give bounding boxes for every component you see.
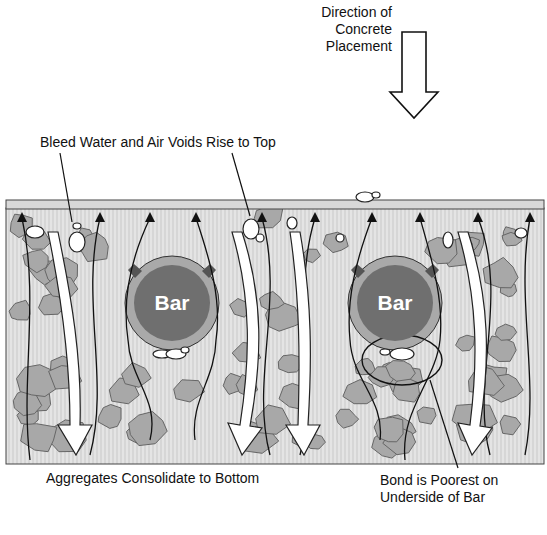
bleed-arrowheads xyxy=(17,212,535,222)
aggregate xyxy=(386,361,416,382)
concrete-surface xyxy=(6,200,544,209)
aggregates xyxy=(9,206,523,458)
bleed-label: Bleed Water and Air Voids Rise to Top xyxy=(40,134,330,151)
aggregate xyxy=(21,424,57,452)
aggregate xyxy=(417,407,436,424)
leader-line xyxy=(430,380,458,468)
bar-label: Bar xyxy=(377,291,412,315)
aggregate xyxy=(9,300,30,320)
rebar-section: Bar xyxy=(134,265,210,341)
placement-arrow xyxy=(390,32,438,118)
aggregate xyxy=(500,415,521,435)
consolidation-arrows xyxy=(48,232,492,455)
bleed-paths xyxy=(22,218,530,460)
callout-ellipse xyxy=(362,335,442,385)
bond-label: Bond is Poorest on Underside of Bar xyxy=(380,472,542,506)
aggregate xyxy=(336,409,359,428)
leader-line xyxy=(60,153,72,222)
bar-ring xyxy=(125,256,219,350)
aggregates-label: Aggregates Consolidate to Bottom xyxy=(46,470,296,487)
air-voids xyxy=(26,192,527,360)
bar-label: Bar xyxy=(154,291,189,315)
aggregate xyxy=(129,412,168,446)
aggregate xyxy=(98,405,121,429)
aggregate xyxy=(495,324,517,340)
aggregate xyxy=(17,365,58,397)
bar-ring xyxy=(348,256,442,350)
aggregate xyxy=(456,335,475,351)
leader-line xyxy=(232,153,250,216)
rebar-section: Bar xyxy=(357,265,433,341)
aggregate xyxy=(23,250,48,273)
aggregate xyxy=(323,232,348,252)
direction-label: Direction of Concrete Placement xyxy=(300,4,392,55)
concrete-body xyxy=(6,208,544,464)
aggregate xyxy=(374,417,403,442)
aggregate xyxy=(343,380,377,404)
aggregate xyxy=(260,292,285,310)
